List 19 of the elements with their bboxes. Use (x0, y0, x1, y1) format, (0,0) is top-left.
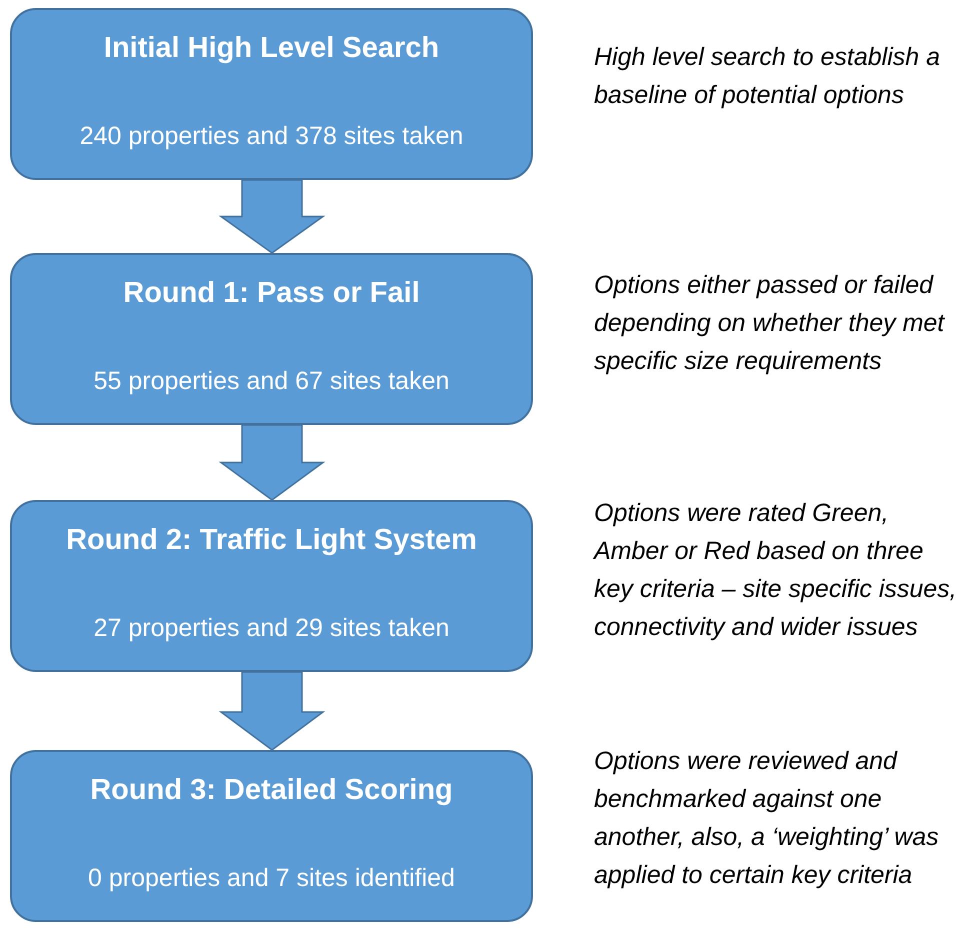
step-result: 0 properties and 7 sites identified (87, 864, 456, 893)
block-arrow (218, 179, 326, 254)
process-box (10, 500, 533, 672)
block-arrow (218, 671, 326, 751)
step-result: 240 properties and 378 sites taken (78, 122, 464, 151)
step-title: Round 2: Traffic Light System (65, 524, 478, 557)
step-description: Options either passed or failed depending on whether they met specific size requirements (594, 270, 946, 377)
step-description: Options were reviewed and benchmarked against one another, also, a ‘weighting’ was applied to certain key criteria (594, 746, 940, 891)
step-description: Options were rated Green, Amber or Red based on three key criteria – site specific issues, connectivity and wider issues (594, 498, 958, 643)
step-description: High level search to establish a baseline of potential options (594, 42, 942, 111)
process-box (10, 8, 533, 180)
block-arrow (218, 424, 326, 501)
step-title: Round 3: Detailed Scoring (89, 774, 454, 807)
process-box (10, 750, 533, 922)
process-box (10, 253, 533, 425)
step-result: 27 properties and 29 sites taken (92, 614, 450, 643)
step-title: Initial High Level Search (102, 32, 440, 65)
step-title: Round 1: Pass or Fail (122, 277, 421, 310)
step-result: 55 properties and 67 sites taken (92, 367, 450, 396)
